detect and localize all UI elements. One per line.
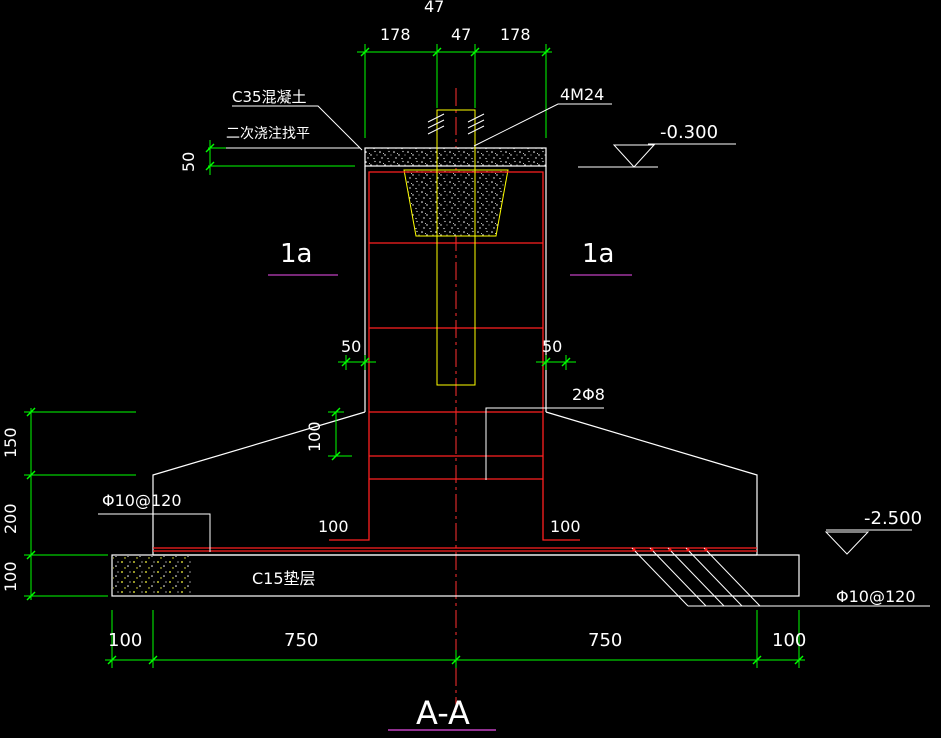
dim-50-right: 50 [542, 337, 562, 356]
elevation-bottom-label: -2.500 [864, 508, 922, 529]
rebar-phi10-left-label: Φ10@120 [102, 491, 182, 510]
rebar-phi10-right-label: Φ10@120 [836, 587, 916, 606]
concrete-c35-label: C35混凝土 [232, 88, 307, 106]
dimension-lines [24, 44, 805, 668]
rebar-dots [632, 548, 708, 552]
leader-lines [98, 103, 930, 607]
dim-50-left: 50 [341, 337, 361, 356]
bottom-dim-750-left: 750 [284, 630, 318, 651]
cushion-hatch [113, 556, 193, 595]
bolt-thread-marks [427, 113, 485, 135]
dim-178-left: 178 [380, 25, 411, 44]
dim-100-cushion: 100 [1, 561, 20, 592]
dim-150: 150 [1, 427, 20, 458]
dim-50-top: 50 [179, 152, 198, 172]
hook-100-right: 100 [550, 517, 581, 536]
rebar-cage [153, 171, 757, 552]
hook-100-left: 100 [318, 517, 349, 536]
section-title: A-A [416, 694, 470, 732]
rebar-2phi8-label: 2Φ8 [572, 385, 605, 404]
elevation-top-label: -0.300 [660, 122, 718, 143]
anchor-pocket [403, 169, 509, 237]
section-label-1a-left: 1a [280, 239, 312, 269]
grout-label: 二次浇注找平 [226, 126, 310, 142]
dim-100-left-stub: 100 [305, 421, 324, 452]
section-label-1a-right: 1a [582, 239, 614, 269]
c15-cushion-label: C15垫层 [252, 569, 316, 588]
bottom-dim-750-right: 750 [588, 630, 622, 651]
bottom-dim-100-left: 100 [108, 630, 142, 651]
dim-47: 47 [451, 25, 471, 44]
bolts-label: 4M24 [560, 85, 604, 104]
elevation-marker-top [612, 144, 656, 168]
elevation-marker-bottom [824, 531, 870, 555]
dim-178-right: 178 [500, 25, 531, 44]
bottom-dim-100-right: 100 [772, 630, 806, 651]
top-cut-label: 47 [424, 0, 444, 16]
dimension-ticks [26, 47, 804, 665]
rebar-hatch-marks [631, 547, 840, 607]
anchor-bolt [436, 109, 476, 386]
dim-200: 200 [1, 503, 20, 534]
